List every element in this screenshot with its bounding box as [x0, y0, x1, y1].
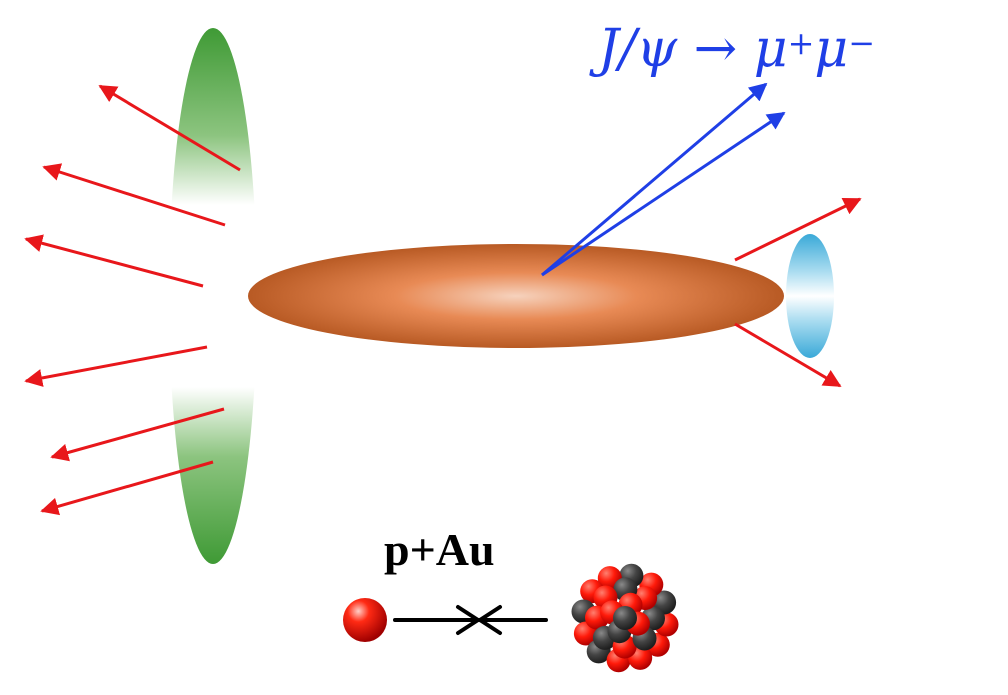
emission-arrow — [42, 163, 226, 227]
emission-arrow — [734, 322, 842, 388]
fireball-ellipse — [248, 244, 784, 348]
nucleon-sphere — [613, 606, 637, 630]
left-emission-arrows — [24, 84, 241, 516]
decay-label-plus: + — [787, 24, 815, 62]
emission-arrow — [734, 197, 862, 262]
left-remnant-ellipse — [169, 28, 257, 564]
dimuon-arrows — [541, 82, 786, 277]
decay-label-main: J/ψ → μ — [598, 19, 788, 79]
proton-icon — [343, 598, 387, 642]
decay-label: J/ψ → μ+μ− — [598, 14, 998, 84]
decay-label-mu: μ — [814, 19, 849, 79]
right-emission-arrows — [734, 197, 862, 388]
muon-arrow — [541, 82, 768, 277]
emission-arrow — [50, 407, 225, 462]
gold-arrowhead — [476, 605, 502, 635]
gold-nucleus-icon — [571, 563, 679, 673]
emission-arrow — [24, 345, 208, 387]
decay-label-minus: − — [848, 24, 875, 62]
emission-arrow — [40, 460, 214, 516]
right-remnant-ellipse — [786, 234, 834, 358]
collision-system-label: p+Au — [384, 524, 495, 575]
collision-arrows — [393, 605, 548, 635]
muon-arrow — [541, 111, 786, 277]
emission-arrow — [98, 84, 241, 172]
emission-arrow — [24, 234, 204, 288]
